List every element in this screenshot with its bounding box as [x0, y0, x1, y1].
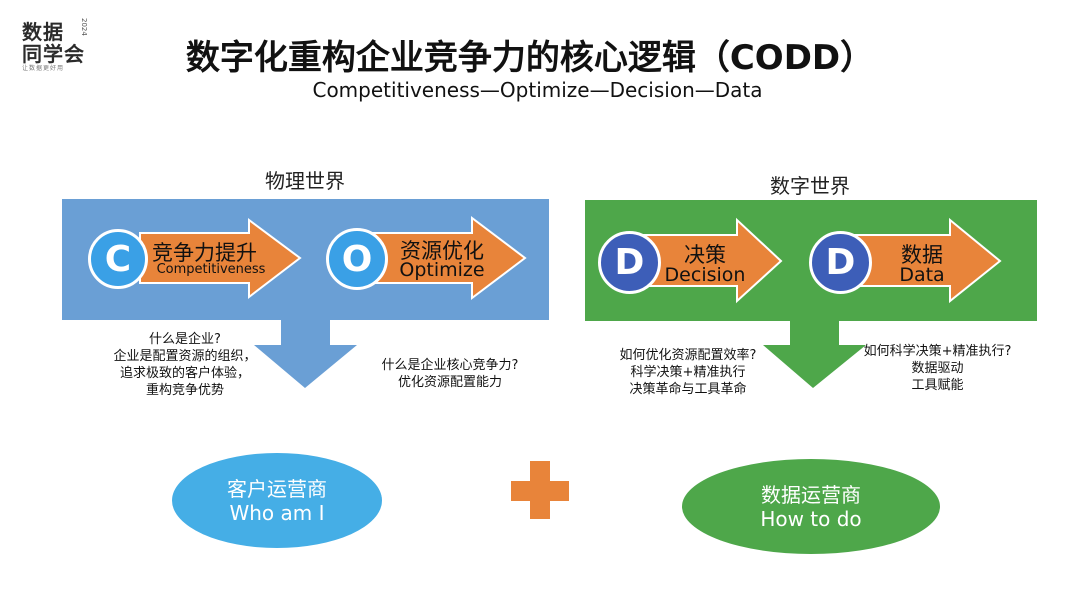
page-subtitle: Competitiveness—Optimize—Decision—Data — [312, 78, 763, 102]
logo-tagline: 让数据更好用 — [22, 65, 65, 72]
step-circle-d-decision: D — [598, 231, 661, 294]
section-label-physical: 物理世界 — [265, 169, 345, 193]
logo-year: 2024 — [80, 18, 88, 36]
note-line: 如何科学决策+精准执行? — [863, 344, 1012, 359]
down-arrow-green — [763, 320, 866, 388]
logo-text-line2: 同学会 — [22, 42, 85, 66]
arrow-shape-competitiveness — [139, 218, 302, 300]
note-right-b: 如何科学决策+精准执行? 数据驱动 工具赋能 — [855, 343, 1020, 394]
note-line: 决策革命与工具革命 — [629, 382, 747, 397]
step-label-optimize: 资源优化 — [400, 239, 484, 263]
page-title: 数字化重构企业竞争力的核心逻辑（CODD） — [185, 38, 875, 78]
step-label-data: 数据 — [901, 243, 943, 267]
plus-icon — [511, 461, 569, 519]
step-sublabel-decision: Decision — [664, 264, 746, 286]
outcome-data-operator: 数据运营商 How to do — [682, 459, 940, 554]
note-line: 重构竞争优势 — [145, 383, 224, 398]
outcome-right-cn: 数据运营商 — [761, 482, 861, 507]
section-label-digital: 数字世界 — [770, 174, 850, 198]
step-circle-d-data: D — [809, 231, 872, 294]
step-circle-c: C — [88, 229, 148, 289]
logo-text-line1: 数据 — [22, 20, 64, 44]
outcome-left-en: Who am I — [229, 500, 325, 525]
note-line: 什么是企业核心竞争力? — [381, 358, 519, 373]
arrow-shape-decision — [641, 217, 783, 304]
note-line: 科学决策+精准执行 — [630, 365, 746, 380]
step-sublabel-competitiveness: Competitiveness — [156, 262, 266, 277]
step-sublabel-data: Data — [899, 264, 945, 286]
step-label-decision: 决策 — [684, 243, 726, 267]
outcome-right-en: How to do — [760, 506, 862, 531]
note-line: 追求极致的客户体验， — [119, 366, 250, 381]
note-left-b: 什么是企业核心竞争力? 优化资源配置能力 — [360, 357, 540, 391]
arrow-shape-data — [851, 217, 1002, 304]
note-line: 什么是企业? — [149, 332, 221, 347]
outcome-customer-operator: 客户运营商 Who am I — [172, 453, 382, 548]
logo: 数据 同学会 2024 让数据更好用 — [22, 16, 92, 72]
note-line: 优化资源配置能力 — [397, 375, 502, 390]
step-label-competitiveness: 竞争力提升 — [152, 241, 257, 265]
note-line: 数据驱动 — [911, 361, 964, 376]
step-circle-o: O — [326, 228, 388, 290]
outcome-left-cn: 客户运营商 — [227, 476, 327, 501]
note-left-a: 什么是企业? 企业是配置资源的组织， 追求极致的客户体验， 重构竞争优势 — [100, 331, 270, 399]
step-sublabel-optimize: Optimize — [399, 259, 485, 281]
note-line: 工具赋能 — [911, 378, 964, 393]
note-line: 如何优化资源配置效率? — [619, 348, 757, 363]
note-right-a: 如何优化资源配置效率? 科学决策+精准执行 决策革命与工具革命 — [608, 347, 768, 398]
down-arrow-blue — [254, 320, 357, 388]
arrow-shape-optimize — [361, 215, 527, 301]
note-line: 企业是配置资源的组织， — [113, 349, 257, 364]
